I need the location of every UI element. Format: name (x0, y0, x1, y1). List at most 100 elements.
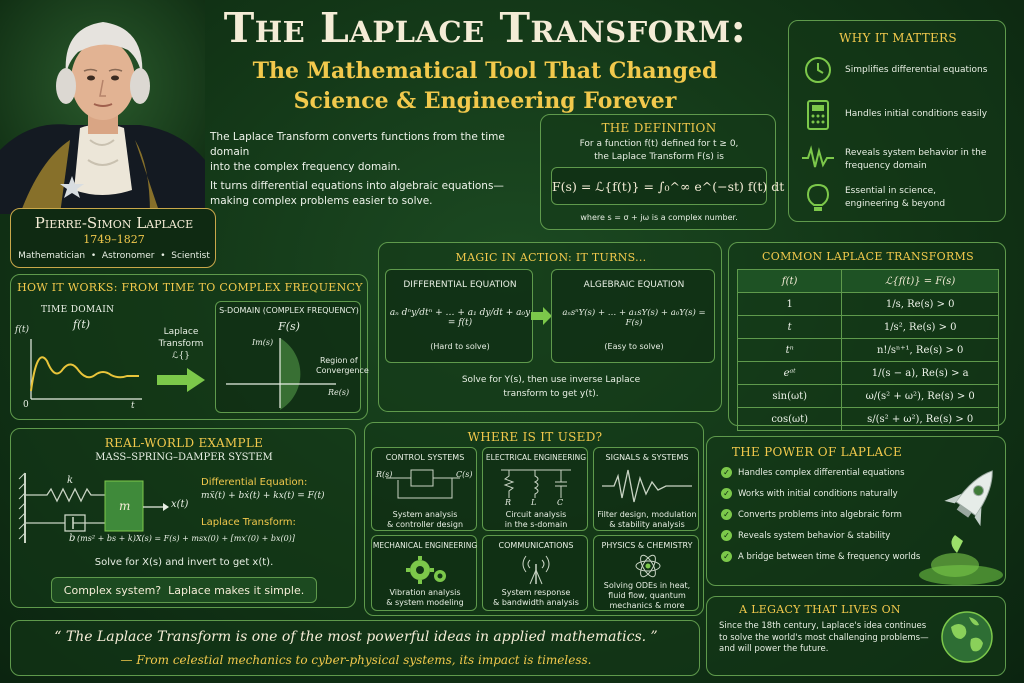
power-heading: The Power of Laplace (731, 445, 903, 459)
legacy-line-2: to solve the world's most challenging pr… (719, 632, 929, 643)
portrait-name-plate: Pierre-Simon Laplace 1749–1827 Mathemati… (10, 208, 216, 268)
intro-text: The Laplace Transform converts functions… (210, 130, 540, 209)
portrait (0, 0, 205, 214)
diff-equation: aₙ dⁿy/dtⁿ + … + a₁ dy/dt + a₀y = f(t) (389, 308, 531, 328)
im-axis-label: Im(s) (252, 338, 274, 347)
power-item-text: Reveals system behavior & stability (738, 531, 891, 541)
circuit-l: L (531, 498, 537, 507)
differential-equation-box: Differential Equation aₙ dⁿy/dtⁿ + … + a… (385, 269, 533, 363)
circuit-c: C (557, 498, 564, 507)
signal-icon (602, 469, 692, 503)
damper-b-label: b (69, 533, 76, 544)
check-icon: ✓ (721, 509, 732, 520)
why-item-3: Reveals system behavior in the frequency… (845, 148, 987, 171)
definition-formula: F(s) = ℒ{f(t)} = ∫₀^∞ e^(−st) f(t) dt (552, 179, 785, 194)
table-row: cos(ωt)s/(s² + ω²), Re(s) > 0 (736, 407, 999, 431)
laplace-portrait-image (0, 0, 205, 214)
de-label: Differential Equation: (201, 477, 308, 488)
intro-line1: The Laplace Transform converts functions… (210, 131, 505, 158)
power-item: ✓A bridge between time & frequency world… (721, 551, 931, 572)
card-title: Physics & Chemistry (601, 541, 693, 550)
portrait-roles: Mathematician • Astronomer • Scientist (18, 251, 210, 261)
definition-panel: The Definition For a function f(t) defin… (540, 114, 785, 230)
s-plane-plot (226, 338, 336, 410)
portrait-name: Pierre-Simon Laplace (34, 214, 194, 232)
card-desc-1: System response (501, 588, 571, 597)
definition-line1: For a function f(t) defined for t ≥ 0, (579, 139, 739, 149)
definition-line2: the Laplace Transform F(s) is (594, 152, 724, 162)
alg-equation: aₙsⁿY(s) + … + a₁sY(s) + a₀Y(s) = F(s) (562, 308, 706, 328)
magic-panel: Magic in Action: It Turns... Differentia… (378, 242, 722, 412)
card-title: Signals & Systems (605, 453, 689, 462)
why-item-2: Handles initial conditions easily (845, 109, 988, 119)
example-sub: Mass–Spring–Damper System (95, 452, 273, 463)
control-cs: C(s) (456, 470, 473, 479)
time-domain-func: f(t) (73, 318, 91, 331)
atom-icon (635, 554, 661, 578)
intro-line2: into the complex frequency domain. (210, 161, 401, 173)
antenna-icon (522, 555, 550, 585)
common-transforms-panel: Common Laplace Transforms f(t) ℒ{f(t)} =… (728, 242, 1006, 431)
definition-formula-box: F(s) = ℒ{f(t)} = ∫₀^∞ e^(−st) f(t) dt (551, 167, 785, 205)
magic-solve-2: transform to get y(t). (503, 389, 599, 399)
used-panel: Where Is It Used? Control Systems R(s) C… (364, 422, 704, 616)
table-col-ft: f(t) (736, 269, 843, 293)
definition-heading: The Definition (601, 121, 717, 135)
arrow-label-1: Laplace (163, 327, 199, 337)
card-desc-3: mechanics & more (609, 601, 685, 610)
roc-label-2: Convergence (316, 366, 369, 375)
lt-equation: (ms² + bs + k)X(s) = F(s) + msx(0) + [mx… (77, 534, 295, 543)
s-domain-box: S-Domain (Complex Frequency) F(s) Im(s) … (215, 301, 369, 413)
table-cell-F: n!/sⁿ⁺¹, Re(s) > 0 (841, 338, 999, 362)
table-cell-F: 1/s², Re(s) > 0 (841, 315, 999, 339)
lightbulb-icon (806, 183, 830, 211)
power-item: ✓Works with initial conditions naturally (721, 488, 931, 509)
axis-zero-label: 0 (23, 400, 29, 410)
card-desc-1: Filter design, modulation (597, 510, 697, 519)
table-cell-f: tⁿ (736, 338, 843, 362)
page-subtitle-line2: Science & Engineering Forever (293, 88, 677, 114)
card-desc-2: & controller design (386, 520, 464, 529)
how-heading: How It Works: From Time to Complex Frequ… (17, 281, 363, 294)
wave-icon (802, 145, 834, 168)
table-cell-F: 1/s, Re(s) > 0 (841, 292, 999, 316)
example-callout: Complex system? Laplace makes it simple. (51, 577, 317, 603)
power-item-text: A bridge between time & frequency worlds (738, 552, 921, 562)
control-rs: R(s) (376, 470, 393, 479)
de-equation: mẍ(t) + bẋ(t) + kx(t) = F(t) (201, 491, 325, 501)
table-cell-f: t (736, 315, 843, 339)
power-panel: The Power of Laplace ✓Handles complex di… (706, 436, 1006, 586)
quote-line-1: “ The Laplace Transform is one of the mo… (54, 629, 658, 645)
diff-note: (Hard to solve) (430, 342, 490, 351)
card-desc-1: Circuit analysis (505, 510, 567, 519)
table-cell-f: sin(ωt) (736, 384, 843, 408)
power-item-text: Works with initial conditions naturally (738, 489, 898, 499)
table-cell-F: 1/(s − a), Re(s) > a (841, 361, 999, 385)
diff-title: Differential Equation (403, 280, 517, 290)
mass-spring-damper-diagram (18, 472, 169, 543)
definition-note: where s = σ + jω is a complex number. (580, 213, 738, 222)
card-desc-2: in the s-domain (504, 520, 568, 529)
how-panel: How It Works: From Time to Complex Frequ… (10, 274, 369, 420)
arrow-label-3: ℒ{} (172, 351, 190, 361)
alg-title: Algebraic Equation (583, 280, 685, 290)
table-header-row: f(t) ℒ{f(t)} = F(s) (736, 269, 999, 293)
table-cell-F: ω/(s² + ω²), Re(s) > 0 (841, 384, 999, 408)
alg-note: (Easy to solve) (604, 342, 664, 351)
why-item-1: Simplifies differential equations (845, 65, 988, 75)
portrait-years: 1749–1827 (83, 233, 145, 246)
intro-line3: It turns differential equations into alg… (210, 180, 504, 192)
magic-solve-1: Solve for Y(s), then use inverse Laplace (461, 375, 641, 385)
power-item-text: Converts problems into algebraic form (738, 510, 902, 520)
power-item: ✓ Converts problems into algebraic form (721, 509, 931, 530)
clock-icon (805, 57, 831, 83)
power-list: ✓Handles complex differential equations … (721, 467, 931, 572)
card-desc-2: & bandwidth analysis (493, 598, 579, 607)
block-diagram-icon (386, 469, 460, 499)
check-icon: ✓ (721, 530, 732, 541)
circuit-icon (501, 469, 571, 498)
check-icon: ✓ (721, 467, 732, 478)
